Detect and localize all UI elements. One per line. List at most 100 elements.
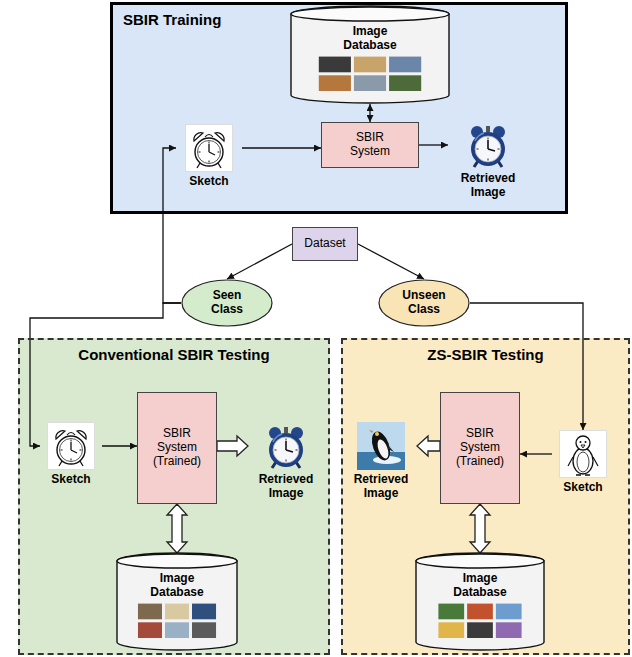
database-cylinder: Image Database xyxy=(415,553,545,651)
thumbnail xyxy=(389,57,421,73)
flow-arrow xyxy=(227,244,292,279)
clock-hands xyxy=(488,140,495,151)
clock-ticks xyxy=(477,138,500,161)
penguin-feet xyxy=(576,474,590,475)
cylinder-outline xyxy=(415,553,545,651)
clock-body xyxy=(195,138,223,166)
clock-ticks xyxy=(275,439,298,462)
clock-hands xyxy=(209,144,215,155)
database-cylinder: Image Database xyxy=(116,553,238,651)
thumbnail xyxy=(354,57,386,73)
cylinder-outline xyxy=(290,6,450,104)
penguin-eye xyxy=(580,441,582,443)
penguin-flipper xyxy=(387,444,394,452)
image-node: Sketch xyxy=(40,422,102,489)
process-box: SBIR System xyxy=(321,122,419,168)
panel-title: Conventional SBIR Testing xyxy=(20,346,328,363)
penguin-wings xyxy=(568,457,598,466)
block-arrow xyxy=(417,436,440,456)
thumbnail xyxy=(467,622,493,638)
image-label: Retrieved Image xyxy=(250,473,322,501)
clock-handle xyxy=(67,433,75,436)
image-icon xyxy=(357,422,405,470)
database-label: Image Database xyxy=(325,25,415,53)
clock-body xyxy=(269,433,303,467)
process-box: Dataset xyxy=(292,227,358,261)
penguin-eye xyxy=(585,441,587,443)
image-node: Sketch xyxy=(176,124,242,191)
image-label: Sketch xyxy=(189,175,228,189)
cylinder-body xyxy=(117,553,237,650)
image-label: Retrieved Image xyxy=(450,172,526,200)
stage-panel: SBIR TrainingImage DatabaseSketchSBIR Sy… xyxy=(110,2,568,214)
flow-arrow xyxy=(163,148,181,303)
block-arrow xyxy=(470,504,490,553)
image-icon xyxy=(47,422,95,470)
penguin-beak xyxy=(581,445,585,448)
clock-face xyxy=(273,437,299,463)
image-label: Sketch xyxy=(563,481,602,495)
penguin-head xyxy=(576,436,590,450)
sketch-background xyxy=(48,423,95,470)
image-icon xyxy=(262,422,310,470)
image-node: Retrieved Image xyxy=(345,422,417,503)
process-box: SBIR System (Trained) xyxy=(137,392,217,504)
panel-fill xyxy=(341,338,630,655)
clock-hands xyxy=(71,442,77,453)
process-label: SBIR System (Trained) xyxy=(147,427,207,468)
class-label: Seen Class xyxy=(199,289,255,317)
clock-ticks xyxy=(199,142,220,163)
image-node: Sketch xyxy=(552,430,614,497)
block-arrow xyxy=(167,504,187,553)
class-ellipse: Seen Class xyxy=(181,279,273,327)
cylinder-top xyxy=(291,7,449,21)
clock-legs xyxy=(59,461,83,466)
clock-face xyxy=(198,141,221,164)
block-arrow xyxy=(217,436,248,456)
image-label: Retrieved Image xyxy=(347,473,415,501)
panel-title: ZS-SBIR Testing xyxy=(343,346,628,363)
process-box: SBIR System (Trained) xyxy=(440,392,520,504)
thumbnail xyxy=(319,57,351,73)
thumbnail xyxy=(319,75,351,91)
clock-legs xyxy=(197,163,221,168)
stage-panel: Conventional SBIR TestingSketch SBIR Syst… xyxy=(18,338,330,655)
panel-fill xyxy=(110,2,568,214)
thumbnail xyxy=(138,622,162,638)
thumbnail xyxy=(138,604,162,620)
clock-face xyxy=(475,136,501,162)
thumbnail xyxy=(438,622,464,638)
thumbnail xyxy=(192,604,216,620)
thumbnail xyxy=(354,75,386,91)
clock-body xyxy=(471,132,505,166)
clock-ticks xyxy=(61,440,82,461)
database-label: Image Database xyxy=(132,572,222,600)
class-ellipse-shape xyxy=(379,280,469,326)
flow-arrow xyxy=(369,104,370,122)
panel-fill xyxy=(18,338,330,655)
flow-arrow xyxy=(102,445,137,446)
clock-body xyxy=(57,436,85,464)
process-label: SBIR System (Trained) xyxy=(450,427,510,468)
process-label: Dataset xyxy=(304,237,345,251)
sketch-background xyxy=(560,431,607,478)
penguin-patch xyxy=(375,432,379,436)
image-node: Retrieved Image xyxy=(248,422,324,503)
clock-hands xyxy=(286,441,293,452)
cylinder-body xyxy=(291,6,449,103)
process-label: SBIR System xyxy=(342,131,398,159)
class-ellipse-shape xyxy=(182,280,272,326)
thumbnail xyxy=(496,622,522,638)
penguin-beak xyxy=(369,430,373,433)
flow-arrow xyxy=(358,244,424,279)
thumbnail xyxy=(165,604,189,620)
stage-panel: ZS-SBIR TestingRetrieved Image SBIR Syste… xyxy=(341,338,630,655)
thumbnail xyxy=(389,75,421,91)
image-icon xyxy=(464,121,512,169)
database-cylinder: Image Database xyxy=(290,6,450,104)
flow-arrow xyxy=(419,144,448,145)
penguin-belly xyxy=(577,452,589,472)
class-label: Unseen Class xyxy=(396,289,452,317)
thumbnail xyxy=(165,622,189,638)
